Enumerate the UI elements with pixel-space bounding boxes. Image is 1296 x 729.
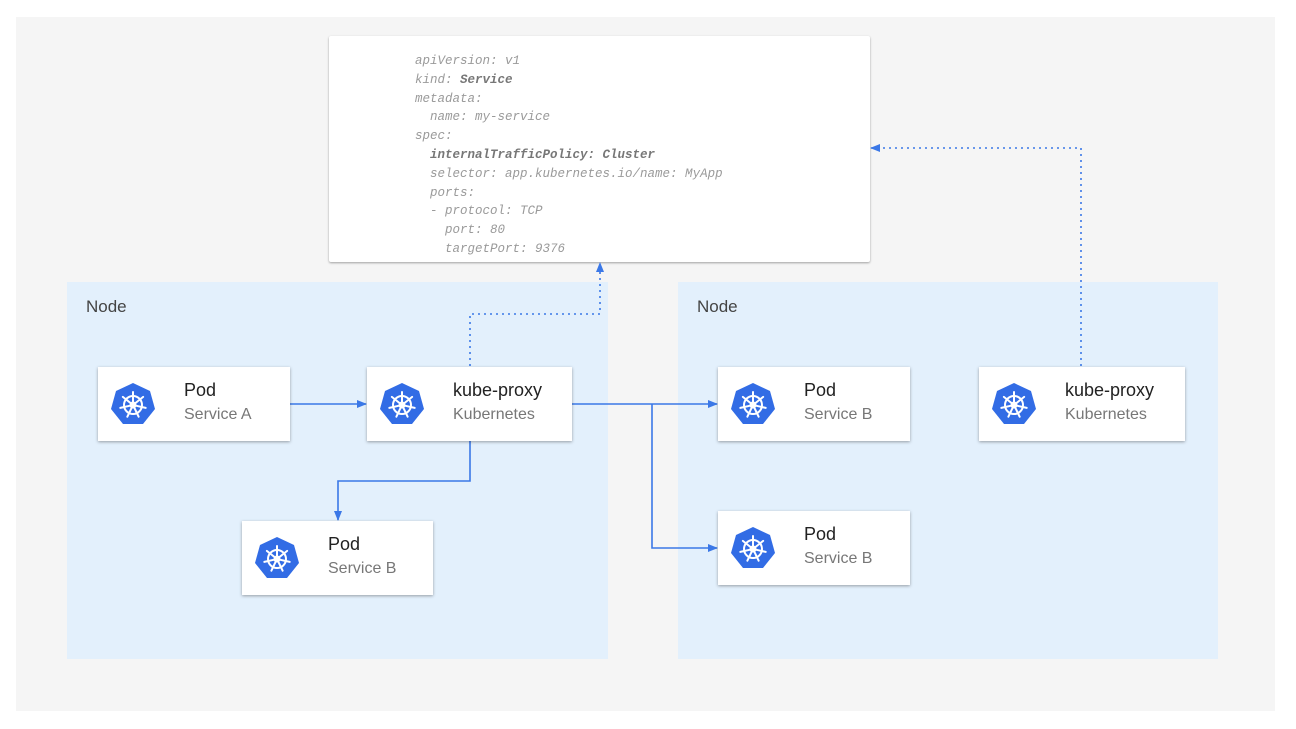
node-label: Node <box>86 297 127 316</box>
kubernetes-helm-icon <box>730 526 776 570</box>
yaml-line: kind: Service <box>415 72 513 87</box>
card-subtitle: Kubernetes <box>1065 406 1147 423</box>
node-right: Node <box>678 282 1218 659</box>
card-title: kube-proxy <box>1065 380 1155 400</box>
card-subtitle: Service B <box>804 550 873 567</box>
yaml-line: - protocol: TCP <box>430 204 543 219</box>
kubernetes-helm-icon <box>110 382 156 426</box>
dotted-proxy-left-to-service <box>469 262 604 366</box>
service-yaml: apiVersion: v1 kind: Service metadata: n… <box>415 52 723 259</box>
node-label: Node <box>697 297 738 316</box>
kubernetes-helm-icon <box>991 382 1037 426</box>
card-title: Pod <box>184 380 217 400</box>
yaml-line: port: 80 <box>445 223 506 238</box>
service-yaml-box: apiVersion: v1 kind: Service metadata: n… <box>329 36 870 262</box>
card-subtitle: Kubernetes <box>453 406 535 423</box>
arrow-proxy-to-podB-right2 <box>651 404 718 552</box>
yaml-line: name: my-service <box>430 110 551 125</box>
yaml-line: metadata: <box>415 91 483 106</box>
yaml-line: apiVersion: v1 <box>415 54 521 68</box>
card-title: kube-proxy <box>453 380 543 400</box>
card-title: Pod <box>804 380 837 400</box>
dotted-proxy-right-to-service <box>870 144 1082 366</box>
node-left: Node <box>67 282 608 659</box>
card-title: Pod <box>804 524 837 544</box>
arrow-proxy-to-podB-left <box>334 441 471 521</box>
card-title: Pod <box>328 534 361 554</box>
card-subtitle: Service B <box>328 560 397 577</box>
kubernetes-helm-icon <box>730 382 776 426</box>
yaml-line: spec: <box>415 129 453 144</box>
yaml-line: internalTrafficPolicy: Cluster <box>430 147 656 162</box>
kubernetes-helm-icon <box>254 536 300 580</box>
card-subtitle: Service B <box>804 406 873 423</box>
yaml-line: targetPort: 9376 <box>445 241 566 256</box>
yaml-line: selector: app.kubernetes.io/name: MyApp <box>430 166 723 181</box>
kubernetes-helm-icon <box>379 382 425 426</box>
yaml-line: ports: <box>430 185 476 200</box>
card-subtitle: Service A <box>184 406 252 423</box>
